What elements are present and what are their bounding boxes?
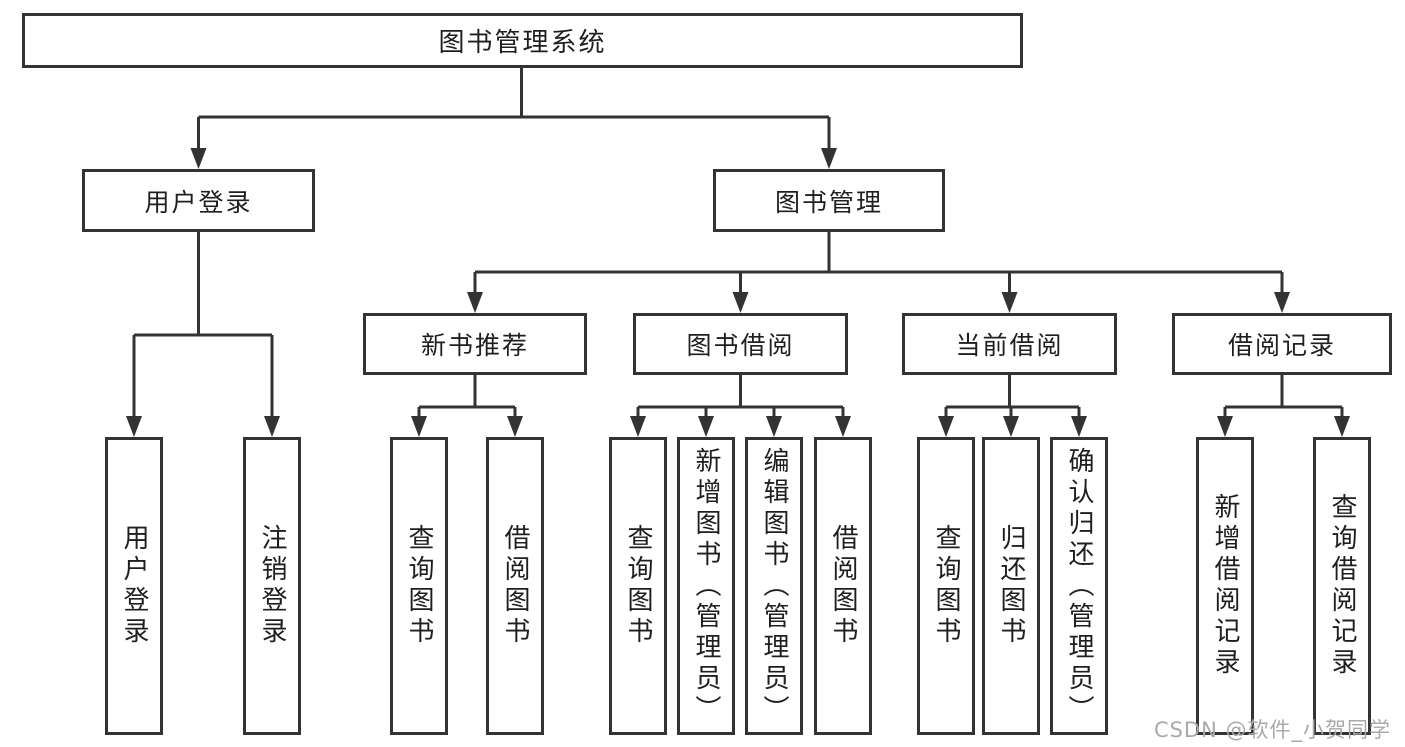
node-label: 当前借阅 [955, 331, 1064, 360]
node-label: 借阅记录 [1227, 331, 1336, 360]
connector-current-to-leaves [938, 375, 1087, 437]
leaf-return-books: 归还图书 [982, 437, 1040, 735]
leaf-edit-books-admin: 编辑图书（管理员） [745, 437, 803, 735]
node-label: 归还图书 [996, 524, 1026, 648]
node-label: 图书管理 [774, 187, 883, 217]
csdn-watermark: CSDN @软件_小贺同学 [1153, 718, 1391, 742]
node-label: 用户登录 [144, 187, 253, 217]
leaf-confirm-return-admin: 确认归还（管理员） [1050, 437, 1108, 735]
connector-root-to-level1 [190, 68, 837, 169]
node-label: 注销登录 [257, 524, 287, 648]
node-label: 借阅图书 [500, 524, 530, 648]
connector-records-to-leaves [1217, 375, 1350, 437]
leaf-borrow-books: 借阅图书 [486, 437, 544, 735]
node-label: 查询图书 [404, 524, 434, 648]
leaf-add-books-admin: 新增图书（管理员） [677, 437, 735, 735]
node-label: 查询借阅记录 [1327, 493, 1357, 679]
leaf-query-borrow-record: 查询借阅记录 [1313, 437, 1371, 735]
node-label: 图书借阅 [686, 331, 795, 360]
leaf-add-borrow-record: 新增借阅记录 [1196, 437, 1254, 735]
node-user-login: 用户登录 [82, 169, 315, 232]
node-current-borrow: 当前借阅 [902, 313, 1117, 375]
node-label: 确认归还（管理员） [1064, 446, 1094, 726]
node-label: 图书管理系统 [438, 28, 607, 58]
connector-login-to-leaves [126, 232, 280, 437]
node-label: 借阅图书 [828, 524, 858, 648]
node-label: 查询图书 [623, 524, 653, 648]
connector-recommend-to-leaves [411, 375, 523, 437]
node-book-management-system: 图书管理系统 [22, 13, 1023, 68]
node-borrow-records: 借阅记录 [1172, 313, 1392, 375]
node-new-book-recommend: 新书推荐 [363, 313, 587, 375]
leaf-query-books: 查询图书 [609, 437, 667, 735]
node-label: 用户登录 [119, 524, 149, 648]
leaf-user-login: 用户登录 [105, 437, 163, 735]
leaf-logout: 注销登录 [243, 437, 301, 735]
connector-management-to-level2 [467, 232, 1290, 313]
node-book-borrow: 图书借阅 [633, 313, 848, 375]
connector-borrow-to-leaves [630, 375, 851, 437]
node-label: 查询图书 [931, 524, 961, 648]
node-label: 新书推荐 [420, 331, 529, 360]
node-book-management: 图书管理 [713, 169, 945, 232]
leaf-query-books: 查询图书 [917, 437, 975, 735]
node-label: 编辑图书（管理员） [759, 446, 789, 726]
leaf-borrow-books: 借阅图书 [814, 437, 872, 735]
node-label: 新增借阅记录 [1210, 493, 1240, 679]
leaf-query-books: 查询图书 [390, 437, 448, 735]
node-label: 新增图书（管理员） [691, 446, 721, 726]
